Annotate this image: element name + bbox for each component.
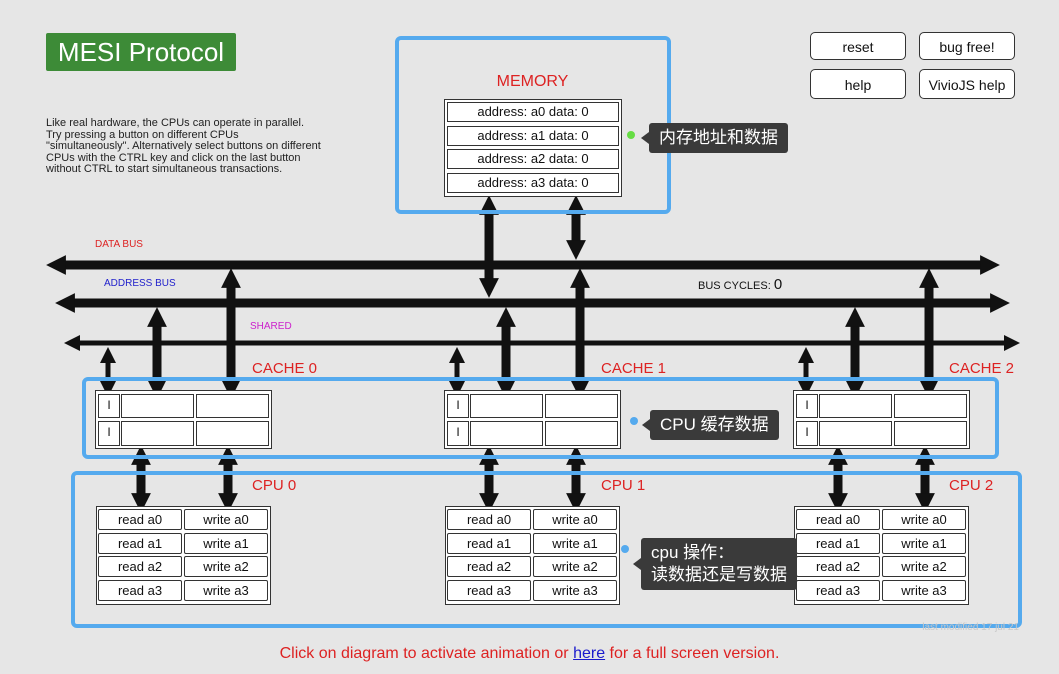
bus-cycles-label: BUS CYCLES [698,280,768,292]
cpu-1-write-a0-button[interactable]: write a0 [533,509,617,530]
cache-0-line-0-state: I [98,394,120,418]
cpu-2-write-a2-button[interactable]: write a2 [882,556,966,577]
cpu-tooltip: cpu 操作： 读数据还是写数据 [633,538,797,590]
memory-cell-a2: address: a2 data: 0 [447,149,619,169]
cpu-0-write-a1-button[interactable]: write a1 [184,533,268,554]
cpu-1-read-a2-button[interactable]: read a2 [447,556,531,577]
cpu-2-read-a1-button[interactable]: read a1 [796,533,880,554]
bug-free-button[interactable]: bug free! [919,32,1015,60]
cpu-1-read-a3-button[interactable]: read a3 [447,580,531,601]
cpu-2-read-a2-button[interactable]: read a2 [796,556,880,577]
cache-0-line-1-address [121,421,194,446]
cpu-highlight [71,471,1022,628]
cache-tooltip: CPU 缓存数据 [642,410,779,440]
cpu-2-write-a3-button[interactable]: write a3 [882,580,966,601]
data-bus-label: DATA BUS [95,239,143,250]
page-title: MESI Protocol [46,33,236,71]
cache-2-line-1-address [819,421,892,446]
cache-1-label: CACHE 1 [601,360,667,377]
cpu-1-write-a1-button[interactable]: write a1 [533,533,617,554]
memory-cell-a1: address: a1 data: 0 [447,126,619,146]
cache-1-line-1-address [470,421,543,446]
cache-1-line-1-data [545,421,618,446]
cache-2-label: CACHE 2 [949,360,1015,377]
cpu-1-write-a2-button[interactable]: write a2 [533,556,617,577]
cache-1-line-0-data [545,394,618,418]
cpu-0-read-a2-button[interactable]: read a2 [98,556,182,577]
cpu-0-read-a0-button[interactable]: read a0 [98,509,182,530]
cpu-tooltip-line-1: cpu 操作： [651,543,735,562]
cache-2-line-0-address [819,394,892,418]
cpu-0-write-a3-button[interactable]: write a3 [184,580,268,601]
cache-1-line-1-state: I [447,421,469,446]
cache-0-line-1-data [196,421,269,446]
cache-2-line-1-state: I [796,421,818,446]
bus-cycles-counter: BUS CYCLES: 0 [698,276,782,293]
cpu-tooltip-line-2: 读数据还是写数据 [651,565,787,584]
cpu-2-read-a0-button[interactable]: read a0 [796,509,880,530]
cache-2-line-1-data [894,421,967,446]
cache-0-line-0-data [196,394,269,418]
cache-0-line-0-address [121,394,194,418]
address-bus-label: ADDRESS BUS [104,278,176,289]
footer-after: for a full screen version. [605,645,780,662]
cache-2-line-0-state: I [796,394,818,418]
instructions-text: Like real hardware, the CPUs can operate… [46,117,321,175]
cpu-tooltip-dot [621,545,629,553]
cache-highlight [82,377,999,459]
cache-1-line-0-state: I [447,394,469,418]
cpu-1-label: CPU 1 [601,477,646,494]
bus-cycles-value: 0 [773,276,783,293]
memory-label: MEMORY [496,73,569,90]
cpu-2-write-a0-button[interactable]: write a0 [882,509,966,530]
cpu-1-write-a3-button[interactable]: write a3 [533,580,617,601]
memory-tooltip: 内存地址和数据 [641,123,788,153]
footer-text: Click on diagram to activate animation o… [0,645,1059,663]
memory-cell-a0: address: a0 data: 0 [447,102,619,122]
reset-button[interactable]: reset [810,32,906,60]
cpu-2-write-a1-button[interactable]: write a1 [882,533,966,554]
cache-tooltip-dot [630,417,638,425]
memory-tooltip-dot [627,131,635,139]
cpu-2-read-a3-button[interactable]: read a3 [796,580,880,601]
cpu-0-write-a2-button[interactable]: write a2 [184,556,268,577]
cpu-0-label: CPU 0 [252,477,297,494]
bus-cycles-colon: : [767,280,774,292]
help-button[interactable]: help [810,69,906,99]
cache-1-line-0-address [470,394,543,418]
cpu-1-read-a0-button[interactable]: read a0 [447,509,531,530]
footer-before: Click on diagram to activate animation o… [279,645,574,662]
viviojs-help-button[interactable]: VivioJS help [919,69,1015,99]
cpu-0-write-a0-button[interactable]: write a0 [184,509,268,530]
cache-0-line-1-state: I [98,421,120,446]
full-screen-link[interactable]: here [573,645,606,662]
cpu-2-label: CPU 2 [949,477,994,494]
cpu-0-read-a1-button[interactable]: read a1 [98,533,182,554]
last-modified-text: last modified 17 jul 21 [922,622,1019,633]
cpu-1-read-a1-button[interactable]: read a1 [447,533,531,554]
cache-2-line-0-data [894,394,967,418]
cache-0-label: CACHE 0 [252,360,318,377]
memory-cell-a3: address: a3 data: 0 [447,173,619,193]
cpu-0-read-a3-button[interactable]: read a3 [98,580,182,601]
shared-bus-label: SHARED [250,321,292,332]
